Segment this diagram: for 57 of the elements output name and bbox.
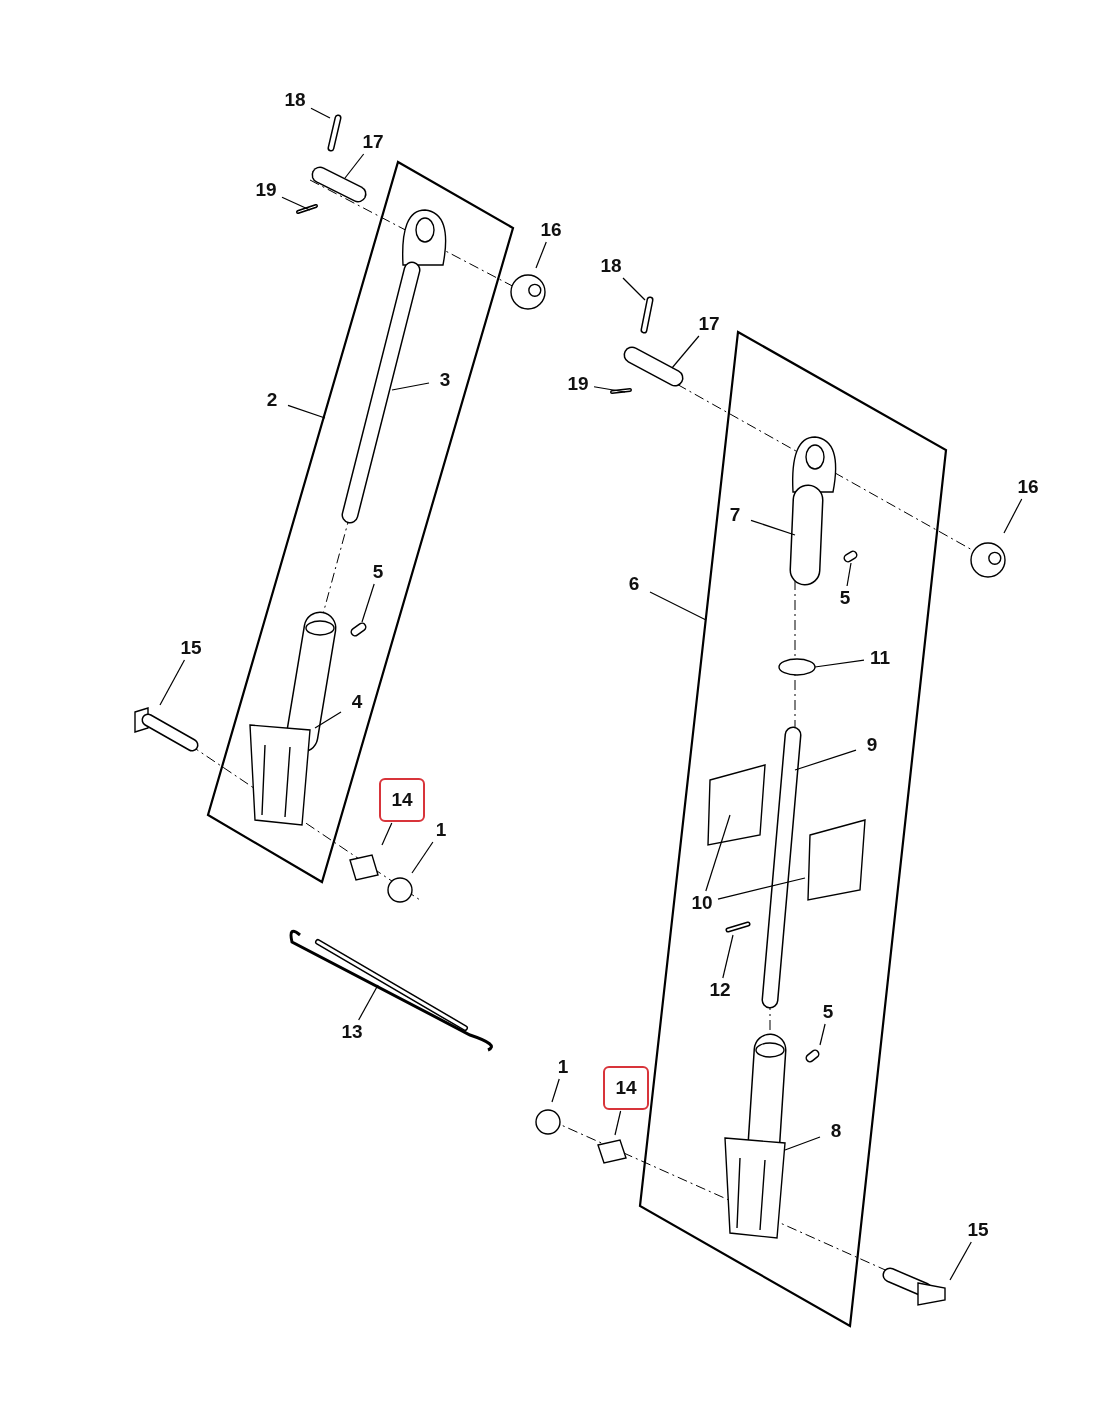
leader-line <box>784 1136 821 1151</box>
leader-line <box>310 107 331 119</box>
callout-number: 12 <box>705 979 735 1001</box>
leader-line <box>1003 498 1023 534</box>
callout-number: 1 <box>548 1056 578 1078</box>
callout-number: 16 <box>536 219 566 241</box>
leader-line <box>551 1078 560 1103</box>
leader-line <box>614 1110 622 1136</box>
callout-number: 11 <box>865 647 895 669</box>
leader-line <box>281 196 311 211</box>
callout-number: 17 <box>694 313 724 335</box>
callout-number: 8 <box>821 1120 851 1142</box>
leader-line <box>949 1241 972 1281</box>
callout-number: 15 <box>176 637 206 659</box>
callout-number: 16 <box>1013 476 1043 498</box>
leader-line <box>671 335 700 369</box>
callout-number: 17 <box>358 131 388 153</box>
callout-number: 15 <box>963 1219 993 1241</box>
callout-number: 14 <box>379 778 425 822</box>
callout-number: 2 <box>257 389 287 411</box>
leader-line <box>649 591 707 621</box>
callout-number: 19 <box>563 373 593 395</box>
callout-number: 18 <box>596 255 626 277</box>
leader-line <box>361 583 375 623</box>
leader-line <box>794 749 857 771</box>
callout-number: 13 <box>337 1021 367 1043</box>
leader-line <box>391 382 430 391</box>
callout-number: 4 <box>342 691 372 713</box>
callout-number: 14 <box>603 1066 649 1110</box>
leader-line <box>314 711 342 729</box>
leader-line <box>819 1023 826 1046</box>
callout-number: 5 <box>830 587 860 609</box>
callout-number: 19 <box>251 179 281 201</box>
leader-line <box>535 241 547 269</box>
leader-line <box>344 153 365 179</box>
leader-line <box>593 386 626 393</box>
callout-number: 5 <box>813 1001 843 1023</box>
callout-number: 6 <box>619 573 649 595</box>
leader-line <box>622 277 646 301</box>
leader-line <box>846 562 852 587</box>
leader-line <box>717 877 806 900</box>
callout-number: 1 <box>426 819 456 841</box>
callout-number: 10 <box>687 892 717 914</box>
leader-line <box>750 519 796 536</box>
callout-number: 5 <box>363 561 393 583</box>
leader-line <box>411 841 434 874</box>
callout-number: 18 <box>280 89 310 111</box>
leader-line <box>358 984 379 1021</box>
leader-line <box>705 814 731 892</box>
leader-line <box>814 659 865 668</box>
leader-line <box>381 822 393 846</box>
leader-line <box>159 659 186 706</box>
leader-line <box>287 404 326 419</box>
callout-number: 7 <box>720 504 750 526</box>
callout-number: 3 <box>430 369 460 391</box>
leader-line <box>722 934 734 979</box>
callout-number: 9 <box>857 734 887 756</box>
